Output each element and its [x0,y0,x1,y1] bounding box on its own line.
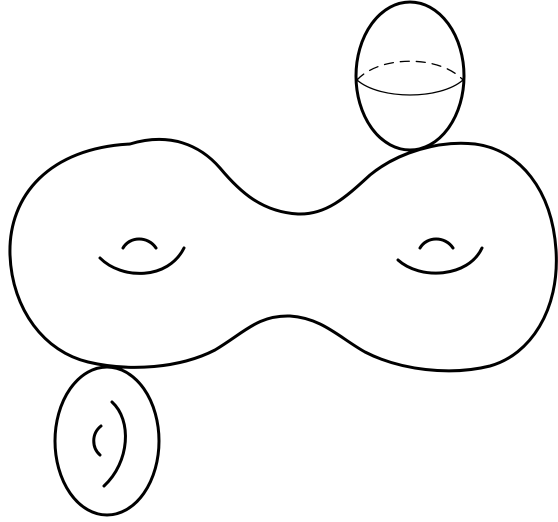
bottom-sphere-curve-left [94,426,101,455]
top-sphere-equator-back [357,61,463,80]
bottom-sphere-curve-right [104,402,125,486]
bottom-sphere-outline [55,367,159,515]
left-hole-lower-curve [100,248,184,273]
right-hole-lower-curve [398,248,482,273]
double-torus-outline [10,139,556,370]
right-hole-upper-curve [420,239,453,248]
left-hole-upper-curve [123,239,156,248]
top-sphere-equator-front [357,80,463,95]
top-sphere-outline [356,2,464,150]
